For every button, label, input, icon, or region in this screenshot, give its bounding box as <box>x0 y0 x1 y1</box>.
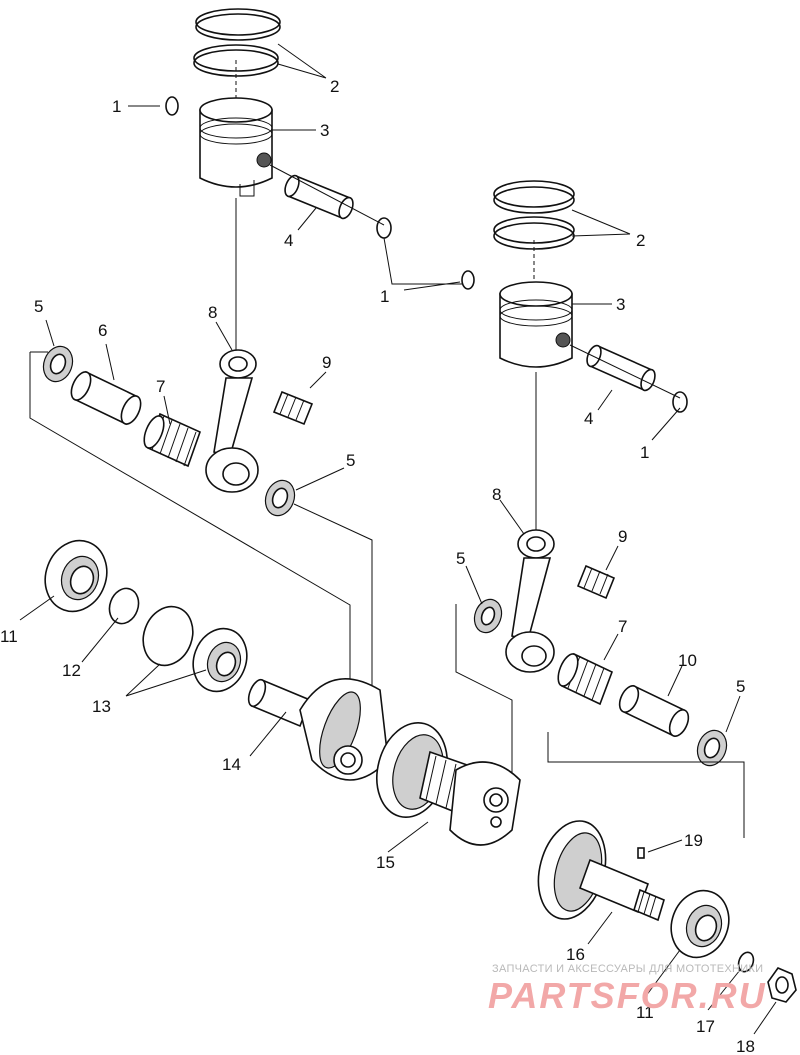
left-piston-rings <box>193 8 281 77</box>
watermark-brand: PARTSFOR.RU <box>488 975 767 1016</box>
right-circlip-pin <box>672 391 688 413</box>
callout-14: 14 <box>222 755 241 774</box>
callout-9-right: 9 <box>618 527 627 546</box>
callout-17: 17 <box>696 1017 715 1036</box>
left-piston-pin <box>284 174 354 220</box>
callout-7-right: 7 <box>618 617 627 636</box>
right-circlip-top <box>461 270 475 290</box>
left-crank-pin <box>70 370 142 426</box>
left-inner-bearing <box>192 627 248 693</box>
callout-7-left: 7 <box>156 377 165 396</box>
left-piston <box>199 97 273 197</box>
woodruff-key <box>637 847 645 859</box>
callout-3-right: 3 <box>616 295 625 314</box>
left-washer-lower <box>264 479 296 517</box>
crankshaft-right-half <box>537 820 665 922</box>
callout-2-right: 2 <box>636 231 645 250</box>
crankshaft-center-section <box>376 722 521 846</box>
left-connecting-rod <box>205 349 259 493</box>
callout-6: 6 <box>98 321 107 340</box>
right-piston-pin <box>586 344 656 392</box>
right-main-bearing <box>670 889 730 959</box>
watermark: ЗАПЧАСТИ И АКСЕССУАРЫ ДЛЯ МОТОТЕХНИКИ PA… <box>488 963 767 1016</box>
callout-numbers: 1 1 1 2 2 3 3 4 4 5 5 5 5 6 7 7 8 8 9 9 … <box>0 77 755 1055</box>
callout-5-d: 5 <box>736 677 745 696</box>
callout-5-c: 5 <box>456 549 465 568</box>
callout-8-left: 8 <box>208 303 217 322</box>
left-circlip-pin <box>376 217 392 239</box>
callout-16: 16 <box>566 945 585 964</box>
callout-18: 18 <box>736 1037 755 1055</box>
callout-19: 19 <box>684 831 703 850</box>
callout-1-left-top: 1 <box>112 97 121 116</box>
washer-17 <box>737 951 755 973</box>
right-piston-rings <box>493 180 575 250</box>
left-snap-ring <box>108 587 140 625</box>
callout-5-a: 5 <box>34 297 43 316</box>
callout-3-left: 3 <box>320 121 329 140</box>
right-small-end-bearing <box>576 564 616 600</box>
callout-10: 10 <box>678 651 697 670</box>
left-retaining-ring <box>142 605 194 667</box>
callout-11-left: 11 <box>0 627 18 646</box>
callout-1-center: 1 <box>380 287 389 306</box>
left-circlip-top <box>165 96 179 116</box>
right-washer-left <box>473 598 503 634</box>
right-needle-bearing-large <box>557 652 614 706</box>
callout-8-right: 8 <box>492 485 501 504</box>
callout-15: 15 <box>376 853 395 872</box>
callout-11-right: 11 <box>636 1003 654 1022</box>
left-washer <box>42 345 74 383</box>
left-small-end-bearing <box>272 390 314 426</box>
callout-13: 13 <box>92 697 111 716</box>
callout-5-b: 5 <box>346 451 355 470</box>
left-needle-bearing-large <box>143 412 201 468</box>
callout-2-left: 2 <box>330 77 339 96</box>
left-main-bearing <box>44 539 108 613</box>
right-connecting-rod <box>505 529 555 673</box>
nut-18 <box>767 967 797 1003</box>
right-washer-right <box>696 729 728 767</box>
right-crank-pin <box>618 684 690 738</box>
crankshaft-left-half <box>247 677 389 781</box>
right-piston <box>499 281 573 368</box>
callout-4-left: 4 <box>284 231 293 250</box>
callout-1-right: 1 <box>640 443 649 462</box>
watermark-caption: ЗАПЧАСТИ И АКСЕССУАРЫ ДЛЯ МОТОТЕХНИКИ <box>492 963 763 975</box>
leader-lines <box>19 43 777 1035</box>
callout-4-right: 4 <box>584 409 593 428</box>
callout-12: 12 <box>62 661 81 680</box>
callout-9-left: 9 <box>322 353 331 372</box>
